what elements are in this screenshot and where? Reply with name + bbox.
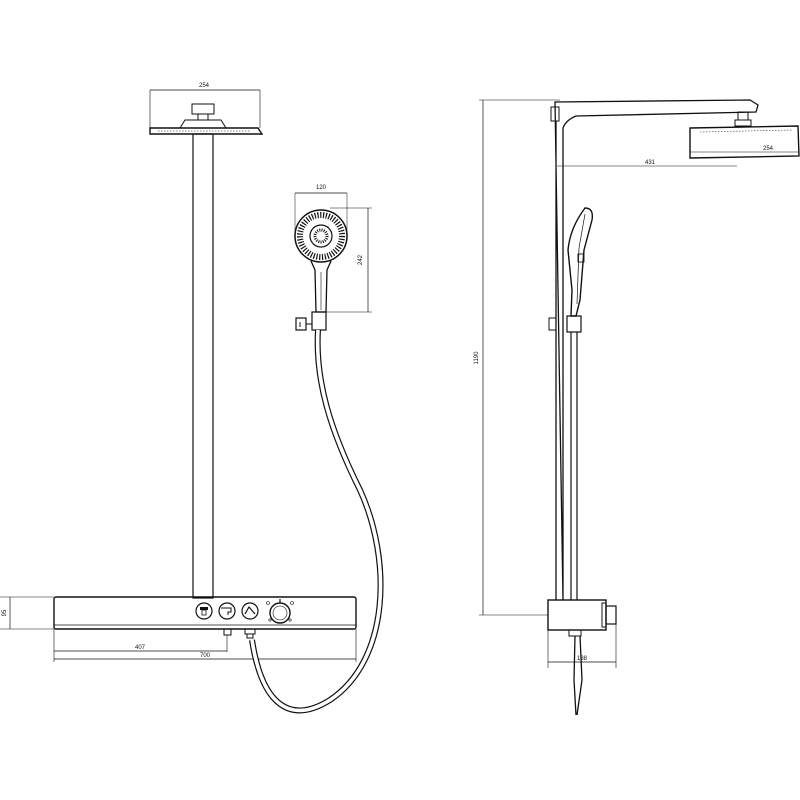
dimension-handshower: 120 242 [294,185,372,313]
thermostat-dial [266,599,294,624]
handshower-selector-knob [218,602,236,620]
dim-label-254: 254 [199,83,210,89]
dim-label-side-254: 254 [763,146,774,152]
spout-selector-knob [241,602,259,620]
dim-label-120: 120 [316,185,327,191]
side-hose [573,635,583,716]
side-hand-shower [548,207,594,333]
dimension-shelf-height: 95 [0,596,54,630]
dim-label-242: 242 [358,254,364,265]
shower-selector-knob [195,602,213,620]
front-view: 254 [0,83,384,714]
side-overhead-head: 254 [689,111,800,159]
dimension-head-width: 254 [149,83,261,128]
hose [249,329,384,714]
dim-label-138: 138 [577,656,588,662]
dim-label-1190: 1190 [474,351,480,365]
dim-label-431: 431 [645,160,656,166]
dim-label-407: 407 [135,645,146,651]
dimension-total-height: 1190 [474,99,560,616]
side-view: 1190 431 254 [474,99,800,716]
dimension-bottom: 407 700 [53,629,357,662]
riser-pipe [192,133,214,599]
mixer-shelf [53,596,357,639]
dim-label-700: 700 [200,653,211,659]
side-riser-and-arm: 431 [550,99,759,601]
overhead-shower-head [149,103,264,135]
dim-label-95: 95 [2,609,8,616]
side-slide-rail [570,332,578,600]
side-mixer-body: 138 [547,599,617,668]
